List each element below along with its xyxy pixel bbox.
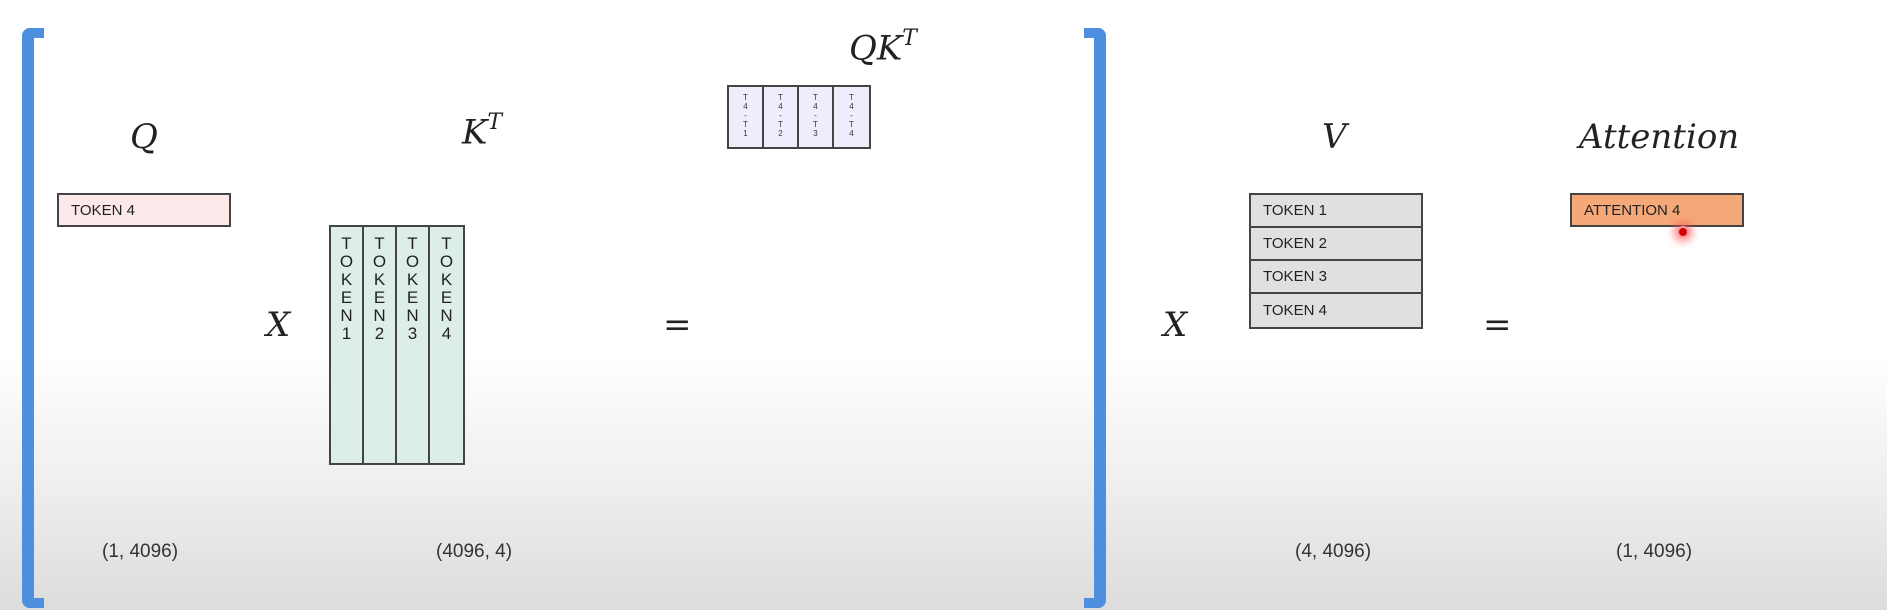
kt-column-char: T <box>341 234 352 253</box>
qkt-cell-char: - <box>814 111 817 120</box>
attention-shape-label: (1, 4096) <box>1616 541 1693 562</box>
equals-operator-1: = <box>663 305 692 345</box>
kt-column-char: T <box>374 234 385 253</box>
kt-column-char: 4 <box>441 324 452 343</box>
qkt-cell-char: T <box>778 93 783 102</box>
qkt-cell-char: 4 <box>813 102 818 111</box>
kt-column-char: O <box>339 252 354 271</box>
kt-column-char: O <box>372 252 387 271</box>
kt-column-char: T <box>441 234 452 253</box>
v-matrix: TOKEN 1 TOKEN 2 TOKEN 3 TOKEN 4 <box>1249 193 1423 329</box>
kt-column-char: N <box>406 306 419 325</box>
qkt-cell-char: T <box>743 120 748 129</box>
qkt-cell-char: - <box>779 111 782 120</box>
q-label: Q <box>130 117 158 157</box>
kt-column-char: K <box>440 270 453 289</box>
v-matrix-row: TOKEN 4 <box>1251 294 1421 327</box>
multiply-operator-1: X <box>266 305 291 345</box>
cursor-pointer <box>1677 226 1689 238</box>
attention-matrix-row: ATTENTION 4 <box>1570 193 1744 227</box>
qkt-cell-char: 1 <box>743 129 748 138</box>
qkt-cell-char: 2 <box>778 129 783 138</box>
kt-column-char: O <box>405 252 420 271</box>
kt-column-char: N <box>373 306 386 325</box>
q-shape-label: (1, 4096) <box>102 541 179 562</box>
right-bracket <box>1084 28 1106 608</box>
kt-column-char: E <box>440 288 453 307</box>
left-bracket <box>22 28 44 608</box>
kt-column-char: E <box>406 288 419 307</box>
qkt-cell-char: - <box>744 111 747 120</box>
v-shape-label: (4, 4096) <box>1295 541 1372 562</box>
v-matrix-row: TOKEN 1 <box>1251 195 1421 228</box>
kt-column-char: 2 <box>374 324 385 343</box>
qkt-cell-char: T <box>813 93 818 102</box>
kt-column-char: K <box>373 270 386 289</box>
qkt-cell-char: 4 <box>849 102 854 111</box>
v-matrix-row: TOKEN 3 <box>1251 261 1421 294</box>
qkt-cell-char: T <box>849 93 854 102</box>
v-matrix-row: TOKEN 2 <box>1251 228 1421 261</box>
kt-column-char: T <box>407 234 418 253</box>
qkt-cell-char: T <box>778 120 783 129</box>
kt-column-char: O <box>439 252 454 271</box>
attention-label: Attention <box>1579 117 1740 157</box>
qkt-cell-char: - <box>850 111 853 120</box>
qkt-cell-char: T <box>849 120 854 129</box>
kt-column-char: E <box>340 288 353 307</box>
qkt-cell-char: 3 <box>813 129 818 138</box>
v-label: V <box>1322 117 1347 157</box>
qkt-label: QKT <box>849 26 917 69</box>
kt-label: KT <box>462 110 503 153</box>
equals-operator-2: = <box>1483 305 1512 345</box>
qkt-cell-char: 4 <box>849 129 854 138</box>
kt-column-char: 3 <box>407 324 418 343</box>
kt-column-char: K <box>406 270 419 289</box>
multiply-operator-2: X <box>1163 305 1188 345</box>
kt-column-char: K <box>340 270 353 289</box>
kt-column-char: N <box>340 306 353 325</box>
qkt-cell-char: T <box>813 120 818 129</box>
kt-column-char: 1 <box>341 324 352 343</box>
q-matrix-row: TOKEN 4 <box>57 193 231 227</box>
kt-column-char: N <box>440 306 453 325</box>
kt-shape-label: (4096, 4) <box>436 541 513 562</box>
qkt-cell-char: 4 <box>778 102 783 111</box>
kt-column-char: E <box>373 288 386 307</box>
qkt-cell-char: T <box>743 93 748 102</box>
qkt-cell-char: 4 <box>743 102 748 111</box>
